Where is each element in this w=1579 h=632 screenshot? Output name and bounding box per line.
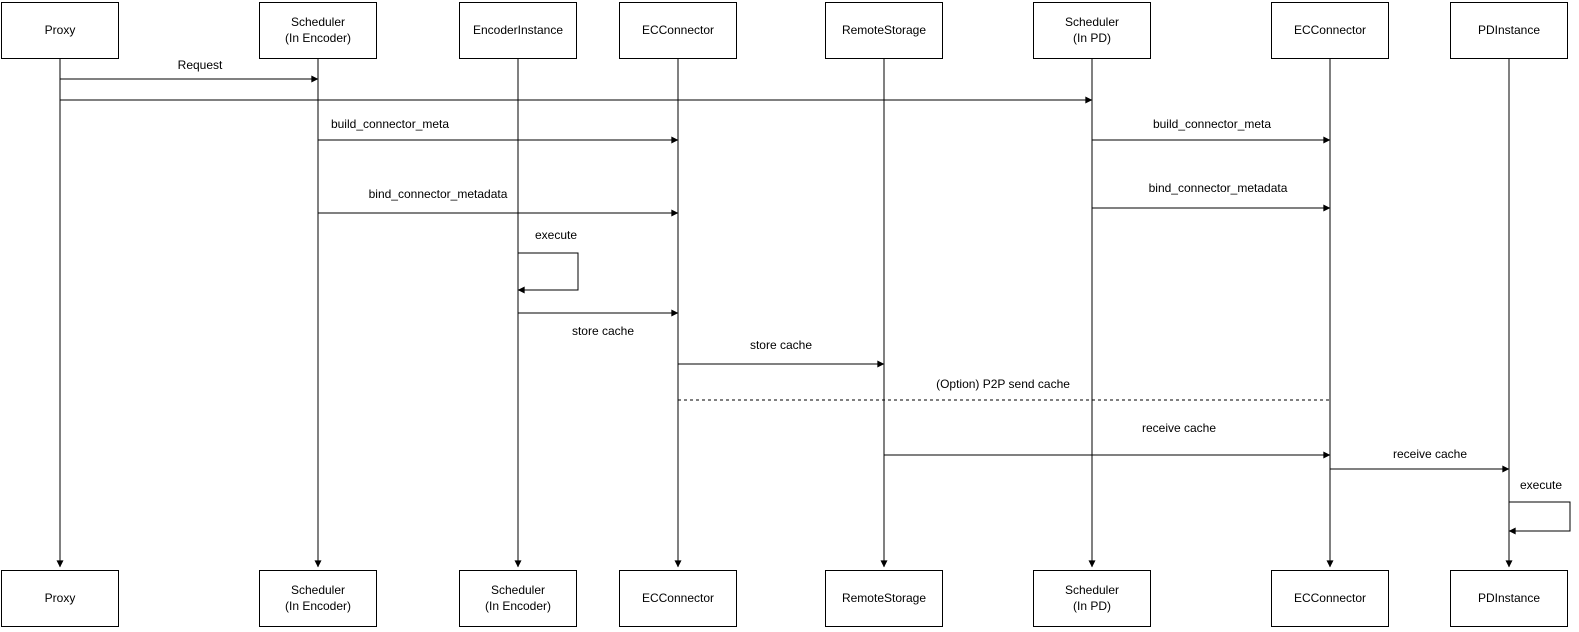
- message-label-receive-cache-2: receive cache: [1390, 447, 1470, 461]
- message-label-execute-pd: execute: [1517, 478, 1565, 492]
- actor-top-ec-connector-1: ECConnector: [619, 2, 737, 59]
- actor-bottom-ec-connector-2: ECConnector: [1271, 570, 1389, 627]
- actor-top-remote-storage: RemoteStorage: [825, 2, 943, 59]
- message-label-receive-cache-1: receive cache: [1139, 421, 1219, 435]
- actor-bottom-ec-connector-1: ECConnector: [619, 570, 737, 627]
- actor-top-encoder-instance: EncoderInstance: [459, 2, 577, 59]
- message-label-bind-metadata-encoder: bind_connector_metadata: [366, 187, 510, 201]
- message-label-bind-metadata-pd: bind_connector_metadata: [1146, 181, 1290, 195]
- message-label-request: Request: [175, 58, 225, 72]
- message-label-p2p-send-cache: (Option) P2P send cache: [934, 377, 1072, 391]
- actor-bottom-proxy: Proxy: [1, 570, 119, 627]
- actor-bottom-pd-instance: PDInstance: [1450, 570, 1568, 627]
- actor-top-scheduler-pd: Scheduler (In PD): [1033, 2, 1151, 59]
- actor-bottom-scheduler-encoder: Scheduler (In Encoder): [259, 570, 377, 627]
- message-label-execute-encoder: execute: [532, 228, 580, 242]
- message-label-store-cache-2: store cache: [747, 338, 815, 352]
- message-label-build-meta-pd: build_connector_meta: [1150, 117, 1274, 131]
- actor-top-pd-instance: PDInstance: [1450, 2, 1568, 59]
- message-label-store-cache-1: store cache: [569, 324, 637, 338]
- message-label-build-meta-encoder: build_connector_meta: [328, 117, 452, 131]
- actor-top-ec-connector-2: ECConnector: [1271, 2, 1389, 59]
- actor-top-scheduler-encoder: Scheduler (In Encoder): [259, 2, 377, 59]
- self-message-execute-encoder: [517, 252, 579, 294]
- actor-bottom-scheduler-pd: Scheduler (In PD): [1033, 570, 1151, 627]
- actor-top-proxy: Proxy: [1, 2, 119, 59]
- actor-bottom-encoder-instance: Scheduler (In Encoder): [459, 570, 577, 627]
- actor-bottom-remote-storage: RemoteStorage: [825, 570, 943, 627]
- self-message-execute-pd: [1508, 501, 1571, 535]
